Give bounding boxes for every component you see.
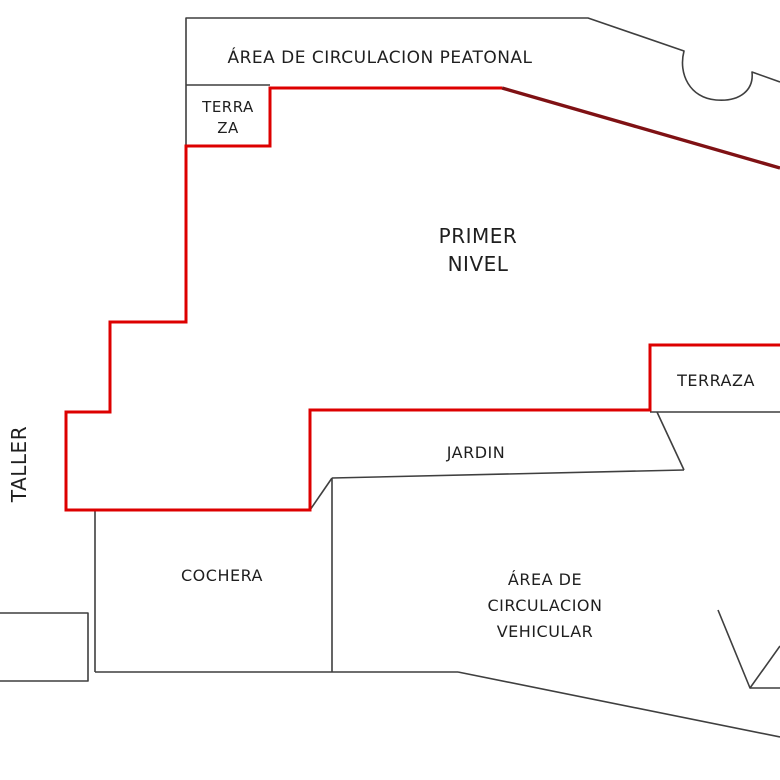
terraza-right-connector-wall [656,411,685,471]
jardin-left-connector-wall [309,477,333,511]
wall-lines [0,17,780,738]
primer-nivel-label-line2: NIVEL [448,252,509,276]
cochera-label: COCHERA [181,566,263,585]
terraza-right-label: TERRAZA [676,371,755,390]
terraza-top-label-line2: ZA [217,119,239,137]
vehicular-area-label-line1: ÁREA DE [508,570,582,589]
taller-label: TALLER [7,426,31,503]
jardin-label: JARDIN [446,443,506,462]
vehicular-bottom-wall [457,671,780,738]
jardin-bottom-wall [331,469,685,479]
primer-nivel-outline [64,86,780,512]
taller-bottom-step-wall [0,612,89,682]
primer-nivel-label-line1: PRIMER [439,224,518,248]
primer-nivel-diagonal-outline [501,86,780,170]
driveway-wedge-wall [717,609,780,689]
pedestrian-area-label: ÁREA DE CIRCULACION PEATONAL [227,46,532,68]
terraza-top-label-line1: TERRA [201,98,254,116]
vehicular-area-label-line2: CIRCULACION [488,596,603,615]
pedestrian-area-outline [185,17,780,147]
vehicular-area-label-line3: VEHICULAR [497,622,594,641]
